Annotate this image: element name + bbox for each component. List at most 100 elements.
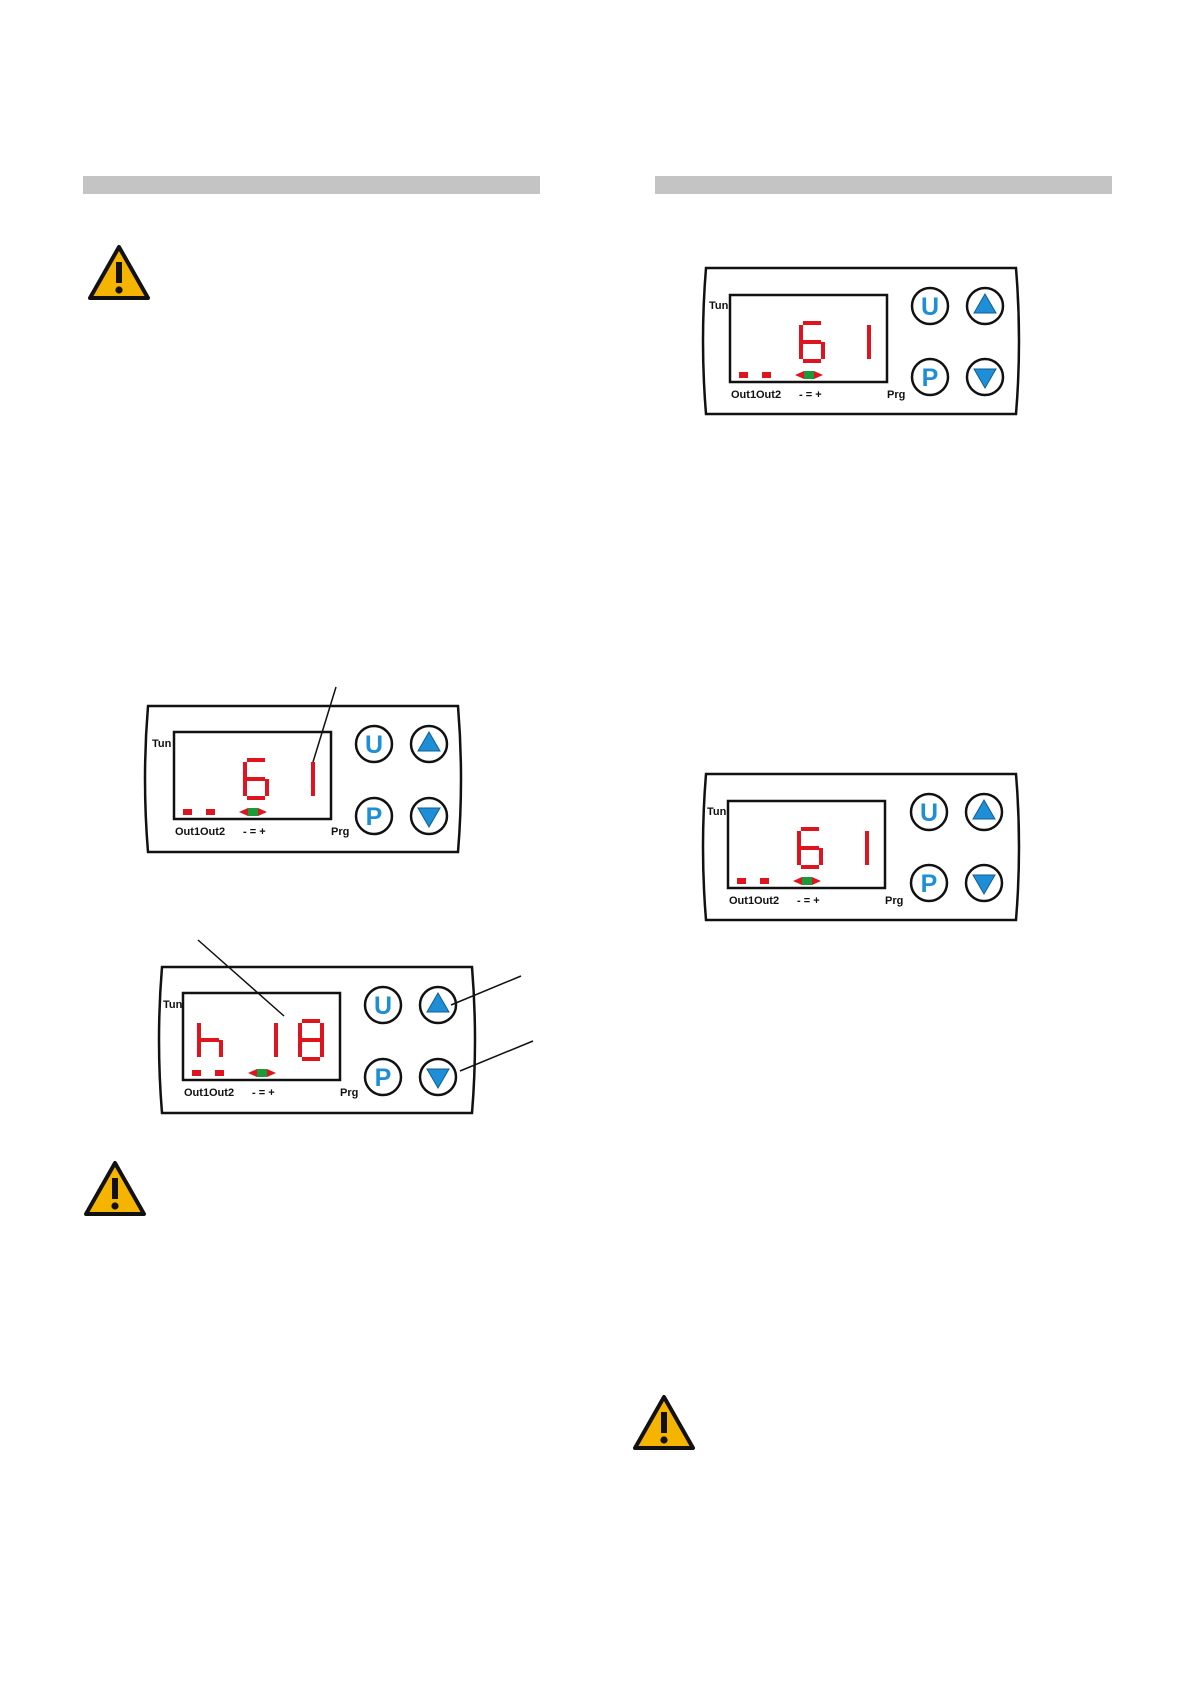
equal-indicator: [804, 371, 814, 379]
label-out2: Out2: [756, 389, 781, 401]
u-button-label: U: [921, 293, 939, 321]
up-button[interactable]: [418, 985, 458, 1025]
segment-digit: [197, 1023, 223, 1057]
u-button-label: U: [920, 799, 938, 827]
minus-arrow-icon: [793, 877, 802, 885]
label-out1: Out1: [184, 1087, 209, 1099]
segment-e: [298, 1040, 302, 1057]
arrow-up-icon: [426, 992, 450, 1013]
up-button[interactable]: [965, 286, 1005, 326]
p-button[interactable]: P: [909, 863, 949, 903]
down-button[interactable]: [409, 796, 449, 836]
display-screen: [181, 991, 342, 1082]
segment-f: [797, 831, 801, 848]
plus-arrow-icon: [267, 1069, 276, 1077]
segment-g: [201, 1038, 219, 1042]
up-button[interactable]: [409, 724, 449, 764]
segment-c: [219, 1040, 223, 1057]
arrow-down-icon: [417, 807, 441, 828]
segment-display: [243, 758, 315, 800]
down-button[interactable]: [965, 357, 1005, 397]
minus-arrow-icon: [239, 808, 248, 816]
arrow-up-icon: [973, 293, 997, 314]
label-prg: Prg: [887, 389, 905, 401]
label-tun: Tun: [707, 806, 727, 818]
arrow-down-icon: [972, 874, 996, 895]
segment-c: [265, 779, 269, 796]
segment-a: [247, 758, 265, 762]
segment-digit: [797, 827, 823, 869]
down-button[interactable]: [418, 1057, 458, 1097]
label-out2: Out2: [754, 895, 779, 907]
segment-digit: [274, 1023, 278, 1057]
segment-g: [247, 777, 265, 781]
segment-b: [320, 1023, 324, 1040]
segment-digit: [243, 758, 269, 800]
segment-e: [243, 779, 247, 796]
warning-icon: [633, 1395, 695, 1450]
up-button[interactable]: [964, 792, 1004, 832]
segment-display: [797, 827, 869, 869]
display-screen: [726, 799, 887, 890]
p-button[interactable]: P: [363, 1057, 403, 1097]
u-button[interactable]: U: [909, 792, 949, 832]
segment-f: [799, 325, 803, 342]
segment-display: [197, 1019, 324, 1061]
label-out1: Out1: [175, 826, 200, 838]
label-prg: Prg: [885, 895, 903, 907]
plus-arrow-icon: [814, 371, 823, 379]
segment-e: [197, 1040, 201, 1057]
label-prg: Prg: [340, 1087, 358, 1099]
u-button-label: U: [374, 992, 392, 1020]
out1-indicator: [737, 878, 746, 884]
u-button[interactable]: U: [363, 985, 403, 1025]
segment-c: [865, 848, 869, 865]
label-tun: Tun: [152, 738, 172, 750]
label-signs: - = +: [252, 1087, 275, 1099]
segment-f: [298, 1023, 302, 1040]
plus-arrow-icon: [812, 877, 821, 885]
segment-digit: [867, 325, 871, 359]
arrow-down-icon: [426, 1068, 450, 1089]
equal-indicator: [248, 808, 258, 816]
down-button[interactable]: [964, 863, 1004, 903]
arrow-down-icon: [973, 368, 997, 389]
label-prg: Prg: [331, 826, 349, 838]
label-tun: Tun: [709, 300, 729, 312]
segment-e: [799, 342, 803, 359]
segment-c: [867, 342, 871, 359]
label-out2: Out2: [200, 826, 225, 838]
segment-b: [311, 762, 315, 779]
out2-indicator: [206, 809, 215, 815]
segment-f: [197, 1023, 201, 1040]
p-button[interactable]: P: [354, 796, 394, 836]
label-signs: - = +: [799, 389, 822, 401]
controller-panel: Tun Out1 Out2 - = + Prg U P: [156, 965, 478, 1115]
out1-indicator: [183, 809, 192, 815]
label-out2: Out2: [209, 1087, 234, 1099]
segment-b: [865, 831, 869, 848]
u-button[interactable]: U: [910, 286, 950, 326]
segment-d: [302, 1057, 320, 1061]
segment-a: [803, 321, 821, 325]
p-button-label: P: [921, 870, 938, 898]
p-button[interactable]: P: [910, 357, 950, 397]
p-button-label: P: [922, 364, 939, 392]
segment-d: [803, 359, 821, 363]
arrow-up-icon: [417, 731, 441, 752]
plus-arrow-icon: [258, 808, 267, 816]
segment-c: [821, 342, 825, 359]
segment-c: [311, 779, 315, 796]
segment-g: [803, 340, 821, 344]
controller-panel: Tun Out1 Out2 - = + Prg U P: [700, 772, 1022, 922]
label-out1: Out1: [731, 389, 756, 401]
segment-g: [801, 846, 819, 850]
u-button[interactable]: U: [354, 724, 394, 764]
segment-d: [801, 865, 819, 869]
out2-indicator: [760, 878, 769, 884]
warning-icon: [84, 1161, 146, 1216]
equal-indicator: [802, 877, 812, 885]
label-signs: - = +: [797, 895, 820, 907]
display-screen: [728, 293, 889, 384]
label-out1: Out1: [729, 895, 754, 907]
